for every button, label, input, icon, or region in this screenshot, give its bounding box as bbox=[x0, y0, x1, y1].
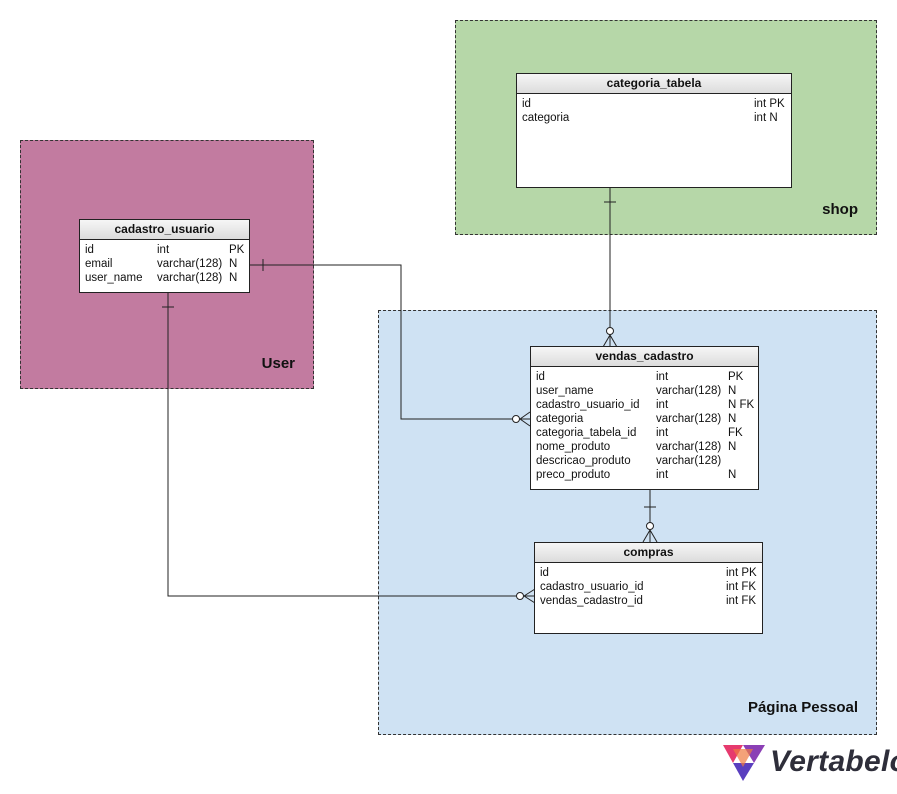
table-title: compras bbox=[535, 543, 762, 563]
table-row: cadastro_usuario_id int N FK bbox=[536, 398, 755, 412]
column-type: int bbox=[656, 469, 669, 481]
table-title: categoria_tabela bbox=[517, 74, 791, 94]
column-name: id bbox=[522, 98, 531, 110]
table-row: categoria varchar(128) N bbox=[536, 412, 753, 426]
column-flags: N bbox=[229, 272, 238, 284]
table-row: id int PK bbox=[522, 97, 786, 111]
column-type: int bbox=[656, 399, 669, 411]
table-cadastro-usuario[interactable]: cadastro_usuario id int PK email varchar(128… bbox=[79, 219, 250, 293]
table-row: vendas_cadastro_id int FK bbox=[540, 594, 757, 608]
column-type: varchar(128) bbox=[157, 258, 223, 270]
column-type: varchar(128) bbox=[157, 272, 223, 284]
table-row: id int PK bbox=[540, 566, 757, 580]
table-row: categoria int N bbox=[522, 111, 786, 125]
column-name: id bbox=[85, 244, 94, 256]
column-flags: PK bbox=[728, 371, 744, 383]
column-flags: N bbox=[728, 441, 737, 453]
table-row: user_name varchar(128) N bbox=[85, 271, 244, 285]
column-type: int N bbox=[754, 112, 778, 124]
column-flags: N FK bbox=[728, 399, 755, 411]
column-name: email bbox=[85, 258, 113, 270]
table-vendas-cadastro[interactable]: vendas_cadastro id int PK user_name varchar(… bbox=[530, 346, 759, 490]
column-flags: N bbox=[728, 413, 737, 425]
table-categoria-tabela[interactable]: categoria_tabela id int PK categoria int N bbox=[516, 73, 792, 188]
column-type: int PK bbox=[726, 567, 757, 579]
column-type: varchar(128) bbox=[656, 413, 722, 425]
table-row: user_name varchar(128) N bbox=[536, 384, 753, 398]
column-type: int FK bbox=[726, 581, 757, 593]
table-row: id int PK bbox=[85, 243, 244, 257]
column-name: categoria bbox=[522, 112, 570, 124]
column-name: categoria bbox=[536, 413, 584, 425]
table-title: cadastro_usuario bbox=[80, 220, 249, 240]
area-shop-label: shop bbox=[822, 201, 858, 218]
column-type: varchar(128) bbox=[656, 385, 722, 397]
column-name: nome_produto bbox=[536, 441, 611, 453]
vertabelo-logo: Vertabelo bbox=[721, 741, 897, 785]
column-type: varchar(128) bbox=[656, 441, 722, 453]
column-type: varchar(128) bbox=[656, 455, 722, 467]
brand-name: Vertabelo bbox=[770, 745, 897, 778]
table-row: id int PK bbox=[536, 370, 753, 384]
column-name: vendas_cadastro_id bbox=[540, 595, 643, 607]
table-rows: id int PK categoria int N bbox=[517, 94, 791, 125]
table-row: email varchar(128) N bbox=[85, 257, 244, 271]
rel-usuario-vendas bbox=[249, 264, 530, 420]
column-type: int bbox=[656, 427, 669, 439]
area-user-label: User bbox=[261, 355, 295, 372]
column-type: int PK bbox=[754, 98, 785, 110]
column-type: int bbox=[656, 371, 669, 383]
column-flags: FK bbox=[728, 427, 743, 439]
column-type: int bbox=[157, 244, 170, 256]
column-flags: N bbox=[728, 469, 737, 481]
column-name: id bbox=[540, 567, 549, 579]
column-name: id bbox=[536, 371, 545, 383]
column-name: cadastro_usuario_id bbox=[540, 581, 644, 593]
table-row: descricao_produto varchar(128) bbox=[536, 454, 753, 468]
column-flags: N bbox=[728, 385, 737, 397]
column-flags: PK bbox=[229, 244, 245, 256]
table-title: vendas_cadastro bbox=[531, 347, 758, 367]
column-name: user_name bbox=[85, 272, 143, 284]
table-row: categoria_tabela_id int FK bbox=[536, 426, 753, 440]
table-row: cadastro_usuario_id int FK bbox=[540, 580, 757, 594]
area-pagina-pessoal-label: Página Pessoal bbox=[747, 699, 858, 716]
column-name: cadastro_usuario_id bbox=[536, 399, 640, 411]
column-type: int FK bbox=[726, 595, 757, 607]
column-name: user_name bbox=[536, 385, 594, 397]
column-name: descricao_produto bbox=[536, 455, 631, 467]
rel-usuario-compras bbox=[167, 293, 535, 597]
column-name: categoria_tabela_id bbox=[536, 427, 637, 439]
table-row: nome_produto varchar(128) N bbox=[536, 440, 753, 454]
table-row: preco_produto int N bbox=[536, 468, 753, 482]
column-name: preco_produto bbox=[536, 469, 611, 481]
column-flags: N bbox=[229, 258, 238, 270]
vertabelo-logo-icon bbox=[723, 745, 765, 781]
